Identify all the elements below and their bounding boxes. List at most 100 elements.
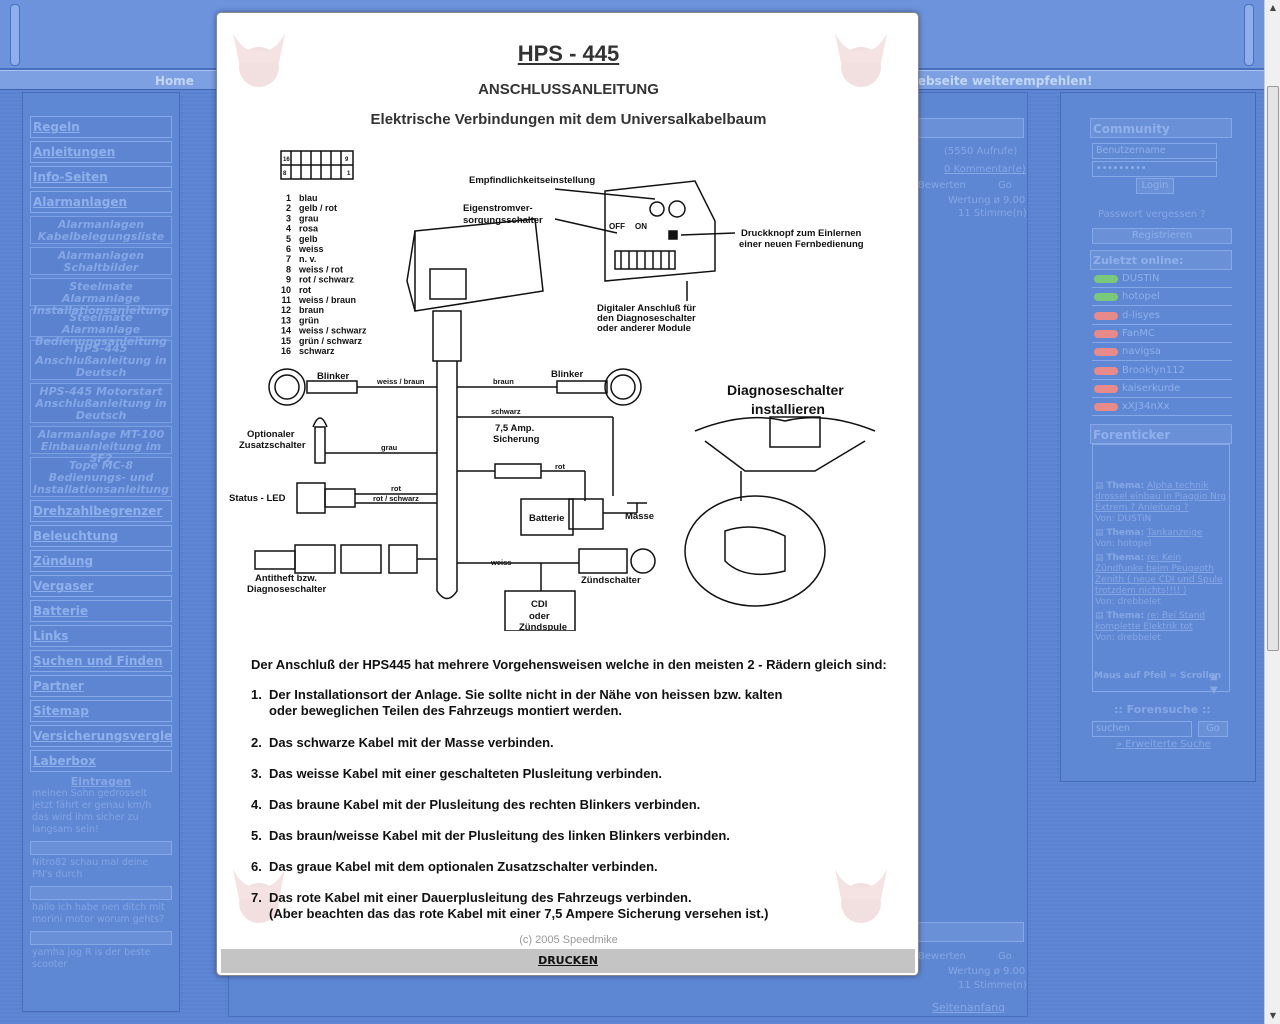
ticker-entry: ▤ Thema: re: Kein Zündfunke beim Peugeot… bbox=[1095, 553, 1227, 608]
menu-item-drehzahlbegrenzer[interactable]: Drehzahlbegrenzer bbox=[30, 500, 172, 522]
wire-color: weiss / schwarz bbox=[298, 326, 367, 336]
ticker-topic-link[interactable]: re: Kein Zündfunke beim Peugeoth Zenith … bbox=[1095, 553, 1223, 596]
arrow-down-icon[interactable]: ▼ bbox=[1210, 685, 1218, 696]
online-user-row[interactable]: DUSTiN bbox=[1092, 271, 1232, 288]
shout-header bbox=[30, 841, 172, 855]
username-input[interactable]: Benutzername bbox=[1092, 143, 1217, 159]
online-user-name[interactable]: navigsa bbox=[1122, 346, 1161, 358]
online-user-name[interactable]: Brooklyn112 bbox=[1122, 364, 1185, 376]
forgot-password-link[interactable]: Passwort vergessen ? bbox=[1098, 209, 1206, 220]
submenu-item[interactable]: Steelmate Alarmanlage Bedienungsanleitun… bbox=[30, 309, 172, 348]
ticker-label: Thema: bbox=[1106, 611, 1145, 621]
scroll-up-icon[interactable]: ▲ bbox=[1269, 3, 1277, 12]
page-scrollbar[interactable]: ▲ ▼ bbox=[1264, 0, 1280, 1024]
instruction-step: 5.Das braun/weisse Kabel mit der Pluslei… bbox=[251, 828, 730, 844]
page-top-link[interactable]: Seitenanfang bbox=[932, 1001, 1006, 1014]
submenu-item[interactable]: Tope MC-8 Bedienungs- und Installationsa… bbox=[30, 457, 172, 497]
step-text: Das braune Kabel mit der Plusleitung des… bbox=[269, 797, 701, 812]
wire-label: grau bbox=[381, 443, 398, 452]
online-user-name[interactable]: hotopel bbox=[1122, 291, 1160, 303]
ticker-topic-link[interactable]: Alpha technik drossel einbau in Piaggio … bbox=[1095, 481, 1227, 513]
ticker-topic-link[interactable]: re: Bei Stand komplette Elektrik tot bbox=[1095, 611, 1206, 632]
menu-item-alarmanlagen[interactable]: Alarmanlagen bbox=[30, 191, 172, 213]
online-user-row[interactable]: xXJ34nXx bbox=[1092, 399, 1232, 417]
wire-label: schwarz bbox=[491, 407, 521, 416]
wire-label: braun bbox=[493, 377, 514, 386]
menu-item-suchen[interactable]: Suchen und Finden bbox=[30, 650, 172, 672]
menu-item-regeln[interactable]: Regeln bbox=[30, 116, 172, 138]
rate-select[interactable]: Bewerten bbox=[918, 180, 966, 191]
wire-number: 2 bbox=[286, 203, 291, 213]
nav-home-link[interactable]: Home bbox=[155, 74, 194, 88]
diagram-label: Zündschalter bbox=[581, 575, 641, 586]
menu-item-batterie[interactable]: Batterie bbox=[30, 600, 172, 622]
submenu-item[interactable]: HPS-445 Motorstart Anschlußanleitung in … bbox=[30, 383, 172, 423]
online-user-name[interactable]: d-lisyes bbox=[1122, 309, 1161, 321]
online-user-row[interactable]: Brooklyn112 bbox=[1092, 363, 1232, 380]
online-user-row[interactable]: d-lisyes bbox=[1092, 308, 1232, 325]
submenu-item[interactable]: Alarmanlagen Schaltbilder bbox=[30, 247, 172, 275]
online-user-name[interactable]: FanMC bbox=[1122, 327, 1155, 339]
shoutbox-post-link[interactable]: Eintragen bbox=[70, 775, 132, 788]
online-user-name[interactable]: xXJ34nXx bbox=[1122, 401, 1170, 413]
submenu-item[interactable]: HPS-445 Anschlußanleitung in Deutsch bbox=[30, 340, 172, 380]
diagram-label: Druckknopf zum Einlernen bbox=[741, 228, 862, 239]
online-user-row[interactable]: hotopel bbox=[1092, 289, 1232, 307]
skull-watermark-icon bbox=[233, 33, 285, 87]
diagram-label: Diagnoseschalter bbox=[247, 584, 326, 595]
forum-search-title: :: Forensuche :: bbox=[1114, 703, 1211, 716]
shout-message: hallo ich habe nen ditch mit morini moto… bbox=[32, 902, 165, 925]
votes-count-bottom: 11 Stimme(n) bbox=[958, 980, 1027, 991]
step-number: 3. bbox=[251, 766, 262, 781]
register-button[interactable]: Registrieren bbox=[1092, 228, 1232, 244]
arrow-up-icon[interactable]: ▲ bbox=[1210, 671, 1218, 682]
menu-item-zuendung[interactable]: Zündung bbox=[30, 550, 172, 572]
menu-item-beleuchtung[interactable]: Beleuchtung bbox=[30, 525, 172, 547]
extended-search-link[interactable]: » Erweiterte Suche bbox=[1116, 739, 1211, 750]
login-button[interactable]: Login bbox=[1136, 178, 1174, 194]
pin-label: 8 bbox=[283, 171, 287, 177]
rate-select-bottom[interactable]: Bewerten bbox=[918, 951, 966, 962]
password-input[interactable]: ••••••••• bbox=[1092, 161, 1217, 177]
wire-label: rot / schwarz bbox=[373, 494, 419, 503]
copyright: (c) 2005 Speedmike bbox=[519, 934, 618, 946]
print-button[interactable]: DRUCKEN bbox=[538, 954, 598, 967]
menu-item-laberbox[interactable]: Laberbox bbox=[30, 750, 172, 772]
pin-label: 9 bbox=[345, 157, 349, 163]
rating-value-bottom: Wertung ø 9.00 bbox=[948, 966, 1026, 977]
menu-item-links[interactable]: Links bbox=[30, 625, 172, 647]
wire-number: 3 bbox=[286, 213, 291, 223]
submenu-item[interactable]: Steelmate Alarmanlage Installationsanlei… bbox=[30, 278, 172, 317]
submenu-item[interactable]: Alarmanlage MT-100 Einbauanleitung im SF… bbox=[30, 426, 172, 465]
wire-number: 11 bbox=[281, 295, 291, 305]
forum-search-go-button[interactable]: Go bbox=[1198, 721, 1228, 737]
comments-link[interactable]: 0 Kommentar(e) bbox=[944, 164, 1026, 175]
doc-heading: Elektrische Verbindungen mit dem Univers… bbox=[370, 111, 767, 128]
forum-search-input[interactable]: suchen bbox=[1092, 721, 1192, 737]
menu-item-versicherungsvergleich[interactable]: Versicherungsvergleich bbox=[30, 725, 172, 747]
online-title: Zuletzt online: bbox=[1090, 250, 1232, 270]
menu-item-sitemap[interactable]: Sitemap bbox=[30, 700, 172, 722]
menu-item-info-seiten[interactable]: Info-Seiten bbox=[30, 166, 172, 188]
scroll-down-icon[interactable]: ▼ bbox=[1269, 1011, 1277, 1020]
online-user-row[interactable]: FanMC bbox=[1092, 326, 1232, 343]
ticker-topic-link[interactable]: Tankanzeige bbox=[1146, 528, 1203, 538]
menu-item-anleitungen[interactable]: Anleitungen bbox=[30, 141, 172, 163]
online-user-row[interactable]: navigsa bbox=[1092, 344, 1232, 362]
topic-icon: ▤ bbox=[1095, 481, 1107, 491]
menu-item-vergaser[interactable]: Vergaser bbox=[30, 575, 172, 597]
wire-label: rot bbox=[555, 462, 566, 471]
diagram-label: installieren bbox=[751, 401, 825, 417]
wire-number: 10 bbox=[281, 285, 291, 295]
online-user-name[interactable]: DUSTiN bbox=[1122, 273, 1160, 284]
submenu-item[interactable]: Alarmanlagen Kabelbelegungsliste bbox=[30, 216, 172, 244]
forenticker-title: Forenticker bbox=[1090, 424, 1232, 444]
scroll-thumb[interactable] bbox=[1267, 86, 1279, 651]
menu-item-partner[interactable]: Partner bbox=[30, 675, 172, 697]
online-user-row[interactable]: kaiserkurde bbox=[1092, 381, 1232, 398]
rate-go-button[interactable]: Go bbox=[998, 180, 1012, 191]
nav-recommend-link[interactable]: Webseite weiterempfehlen! bbox=[905, 74, 1093, 88]
instruction-step: 3.Das weisse Kabel mit einer geschaltete… bbox=[251, 766, 662, 782]
rate-go-button-bottom[interactable]: Go bbox=[998, 951, 1012, 962]
online-user-name[interactable]: kaiserkurde bbox=[1122, 382, 1181, 394]
